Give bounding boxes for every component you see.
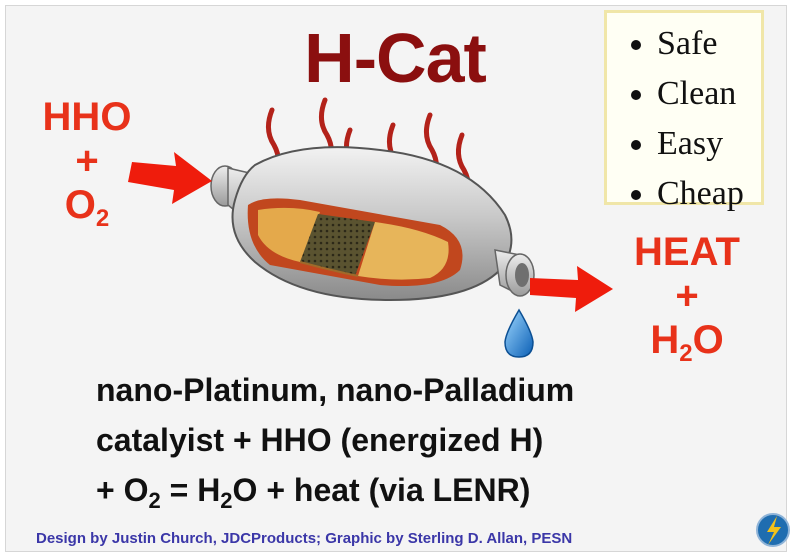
pesn-logo-icon xyxy=(756,513,790,547)
description-line-3: + O2 = H2O + heat (via LENR) xyxy=(96,472,531,513)
outlet-label: HEAT + H2O xyxy=(612,230,762,368)
inlet-oxygen: O2 xyxy=(64,183,110,232)
inlet-plus: + xyxy=(75,139,99,183)
benefits-box: Safe Clean Easy Cheap xyxy=(604,10,764,212)
benefits-list: Safe Clean Easy Cheap xyxy=(607,13,761,219)
description-line-1: nano-Platinum, nano-Palladium xyxy=(96,372,575,408)
benefit-item: Cheap xyxy=(657,169,761,219)
right-arrow-icon xyxy=(530,266,613,312)
inlet-hho: HHO xyxy=(42,95,132,139)
right-arrow-icon xyxy=(128,152,212,204)
benefit-item: Easy xyxy=(657,119,761,169)
outlet-plus: + xyxy=(675,274,699,318)
reaction-description: nano-Platinum, nano-Palladium catalyist … xyxy=(96,365,756,519)
water-drop-icon xyxy=(504,308,534,358)
inlet-label: HHO + O2 xyxy=(28,95,146,233)
benefit-item: Clean xyxy=(657,69,761,119)
converter-body xyxy=(210,146,535,302)
outlet-water: H2O xyxy=(650,318,724,367)
credit-line: Design by Justin Church, JDCProducts; Gr… xyxy=(36,530,573,547)
benefit-item: Safe xyxy=(657,19,761,69)
diagram-title: H-Cat xyxy=(304,19,487,97)
outlet-heat: HEAT xyxy=(634,230,740,274)
description-line-2: catalyist + HHO (energized H) xyxy=(96,422,544,458)
